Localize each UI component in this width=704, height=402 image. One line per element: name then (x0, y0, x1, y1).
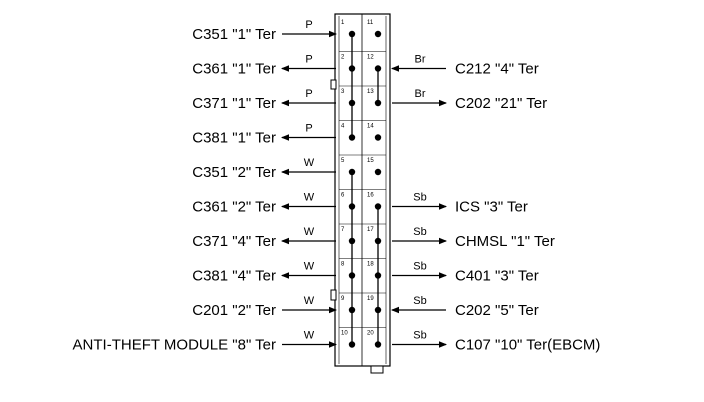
wire-color-code-pin-17: Sb (413, 226, 426, 238)
pin-dot-8 (348, 272, 356, 279)
terminal-label-pin-17: CHMSL "1" Ter (455, 233, 555, 250)
terminal-label-pin-2: C361 "1" Ter (192, 61, 276, 78)
pin-dot-13 (374, 99, 382, 107)
wire-color-code-pin-6: W (304, 192, 315, 204)
pin-number-7: 7 (341, 227, 345, 233)
terminal-label-pin-10: ANTI-THEFT MODULE "8" Ter (73, 337, 276, 354)
wire-color-code-pin-16: Sb (413, 192, 426, 204)
terminal-label-pin-8: C381 "4" Ter (192, 268, 276, 285)
pin-number-8: 8 (341, 262, 345, 268)
pin-number-13: 13 (367, 89, 374, 95)
terminal-label-pin-7: C371 "4" Ter (192, 233, 276, 250)
wire-color-code-pin-5: W (304, 157, 315, 169)
pin-number-5: 5 (341, 158, 345, 164)
wire-color-code-pin-19: Sb (413, 295, 426, 307)
wire-color-code-pin-13: Br (415, 88, 426, 100)
wire-color-code-pin-8: W (304, 261, 315, 273)
terminal-label-pin-3: C371 "1" Ter (192, 95, 276, 112)
terminal-label-pin-5: C351 "2" Ter (192, 164, 276, 181)
pin-number-2: 2 (341, 55, 345, 61)
pin-dot-14 (374, 134, 382, 141)
pin-dot-11 (374, 30, 382, 38)
wire-color-code-pin-1: P (305, 19, 312, 31)
connector-latch-left-lower (330, 289, 337, 301)
connector-latch-left-upper (330, 79, 337, 90)
wire-color-code-pin-9: W (304, 295, 315, 307)
terminal-label-pin-12: C212 "4" Ter (455, 61, 539, 78)
wire-color-code-pin-20: Sb (413, 330, 426, 342)
wire-color-code-pin-7: W (304, 226, 315, 238)
pin-number-19: 19 (367, 296, 374, 302)
terminal-label-pin-1: C351 "1" Ter (192, 26, 276, 43)
wire-color-code-pin-10: W (304, 330, 315, 342)
terminal-label-pin-18: C401 "3" Ter (455, 268, 539, 285)
pin-dot-6 (348, 203, 356, 210)
pin-dot-4 (348, 134, 356, 141)
pin-number-12: 12 (367, 55, 374, 61)
wire-color-code-pin-18: Sb (413, 261, 426, 273)
pin-dot-18 (374, 272, 382, 279)
wire-color-code-pin-2: P (305, 54, 312, 66)
pin-number-11: 11 (367, 20, 374, 26)
pin-number-20: 20 (367, 331, 374, 337)
pin-number-15: 15 (367, 158, 374, 164)
wire-color-code-pin-3: P (305, 88, 312, 100)
terminal-label-pin-6: C361 "2" Ter (192, 199, 276, 216)
pin-dot-1 (348, 30, 356, 38)
pin-dot-10 (348, 341, 356, 348)
connector-housing (334, 13, 391, 367)
pin-dot-16 (374, 203, 382, 210)
terminal-label-pin-19: C202 "5" Ter (455, 302, 539, 319)
pin-number-3: 3 (341, 89, 345, 95)
terminal-label-pin-9: C201 "2" Ter (192, 302, 276, 319)
pin-dot-20 (374, 341, 382, 348)
terminal-label-pin-20: C107 "10" Ter(EBCM) (455, 337, 600, 354)
connector-key-tab (370, 365, 384, 374)
wire-color-code-pin-12: Br (415, 54, 426, 66)
pin-dot-12 (374, 65, 382, 72)
pin-number-4: 4 (341, 124, 345, 130)
pin-dot-7 (348, 237, 356, 245)
pin-number-17: 17 (367, 227, 374, 233)
pin-dot-17 (374, 237, 382, 245)
pin-number-16: 16 (367, 193, 374, 199)
pin-number-14: 14 (367, 124, 374, 130)
terminal-label-pin-16: ICS "3" Ter (455, 199, 528, 216)
terminal-label-pin-13: C202 "21" Ter (455, 95, 547, 112)
pin-dot-2 (348, 65, 356, 72)
pin-number-9: 9 (341, 296, 345, 302)
terminal-label-pin-4: C381 "1" Ter (192, 130, 276, 147)
pin-number-10: 10 (341, 331, 348, 337)
pin-number-1: 1 (341, 20, 345, 26)
pin-number-6: 6 (341, 193, 345, 199)
pin-dot-5 (348, 168, 356, 176)
wire-color-code-pin-4: P (305, 123, 312, 135)
pin-dot-19 (374, 306, 382, 314)
pin-link-lines (351, 34, 379, 345)
pin-number-18: 18 (367, 262, 374, 268)
pin-dot-9 (348, 306, 356, 314)
pin-dot-15 (374, 168, 382, 176)
pin-dot-3 (348, 99, 356, 107)
